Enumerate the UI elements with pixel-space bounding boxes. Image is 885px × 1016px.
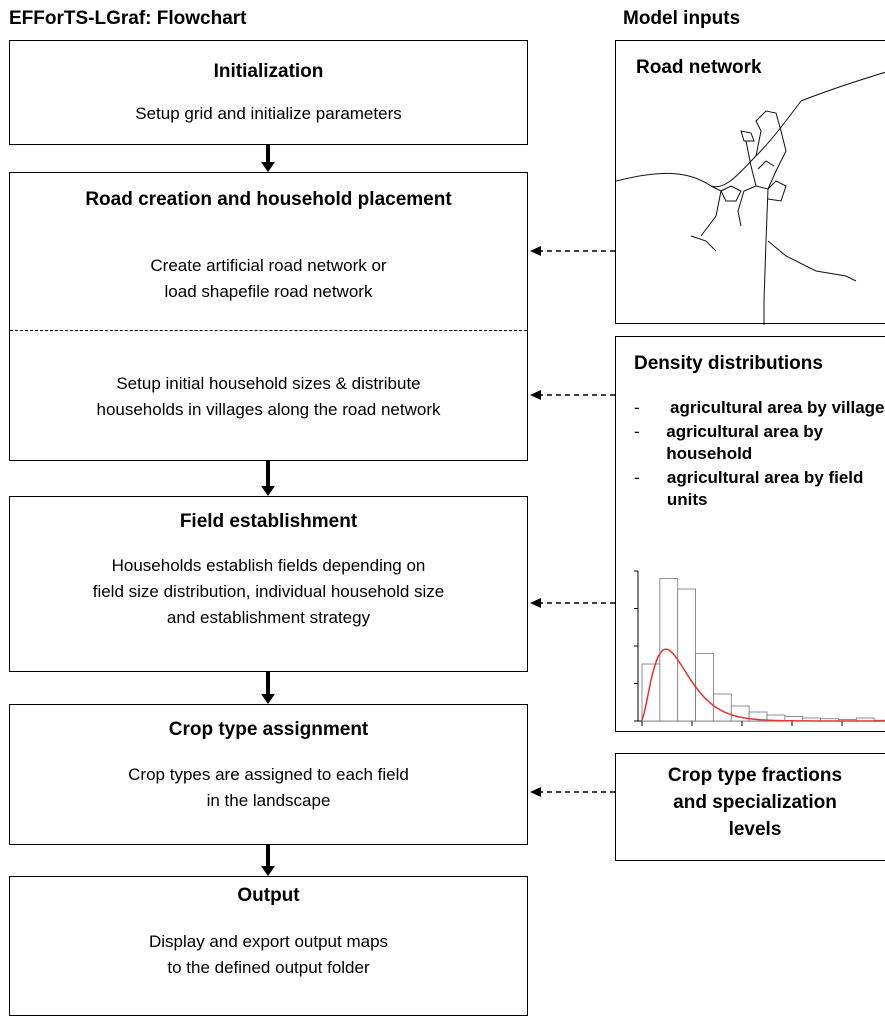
initialization-text: Setup grid and initialize parameters [135,104,402,123]
crop-line2: in the landscape [206,791,331,810]
field-establishment-text: Households establish fields depending on… [10,553,527,631]
crop-fractions-line1: Crop type fractions [667,765,843,786]
crop-fractions-text: Crop type fractions and specialization l… [616,762,885,843]
output-line2: to the defined output folder [167,958,370,977]
density-input-box: Density distributions - agricultural are… [615,336,885,732]
density-bullet-village: - agricultural area by village [634,397,885,419]
output-text: Display and export output maps to the de… [10,929,527,981]
section-divider [10,330,527,331]
bullet-dash: - [634,422,640,441]
crop-line1: Crop types are assigned to each field [128,765,409,784]
histogram-bar [695,653,714,722]
flowchart-header: EFForTS-LGraf: Flowchart [9,8,247,29]
dashed-arrows [540,250,615,793]
initialization-title: Initialization [213,61,324,82]
histogram-bar [677,588,696,722]
road-text2-line1: Setup initial household sizes & distribu… [116,374,421,393]
output-title: Output [237,885,300,906]
bullet-text-village: agricultural area by village [670,398,885,417]
road-text1-line2: load shapefile road network [164,282,373,301]
bullet-dash: - [634,468,640,487]
initialization-box: Initialization Setup grid and initialize… [9,40,528,145]
road-network-input-box: Road network [615,40,885,325]
output-line1: Display and export output maps [148,932,389,951]
crop-fractions-input-box: Crop type fractions and specialization l… [615,753,885,861]
dashed-arrowheads [530,246,541,797]
road-network-map [616,71,885,325]
density-histogram [634,570,885,726]
field-line1: Households establish fields depending on [111,556,426,575]
crop-fractions-line2: and specialization [673,792,837,813]
field-establishment-box: Field establishment Households establish… [9,496,528,672]
bullet-dash: - [634,398,640,417]
road-text2-line2: households in villages along the road ne… [96,400,441,419]
density-bullet-list: - agricultural area by village - agricul… [634,397,885,513]
density-curve [641,648,885,722]
field-establishment-title: Field establishment [179,511,358,532]
road-creation-box: Road creation and household placement Cr… [9,172,528,461]
crop-assignment-box: Crop type assignment Crop types are assi… [9,704,528,845]
road-creation-title: Road creation and household placement [85,189,452,210]
density-bullet-field-units: - agricultural area by field units [634,467,885,511]
density-title: Density distributions [634,353,823,374]
bullet-text-field-units: agricultural area by field units [666,468,864,509]
density-bullet-household: - agricultural area by household [634,421,885,465]
output-box: Output Display and export output maps to… [9,876,528,1016]
crop-assignment-title: Crop type assignment [168,719,369,740]
field-line2: field size distribution, individual hous… [92,582,445,601]
field-line3: and establishment strategy [166,608,371,627]
crop-assignment-text: Crop types are assigned to each field in… [10,762,527,814]
road-network-title: Road network [636,57,762,78]
road-creation-text-2: Setup initial household sizes & distribu… [10,371,527,423]
crop-fractions-line3: levels [728,819,782,840]
road-creation-text-1: Create artificial road network or load s… [10,253,527,305]
road-text1-line1: Create artificial road network or [150,256,387,275]
model-inputs-header: Model inputs [623,8,741,29]
bullet-text-household: agricultural area by household [666,422,824,463]
